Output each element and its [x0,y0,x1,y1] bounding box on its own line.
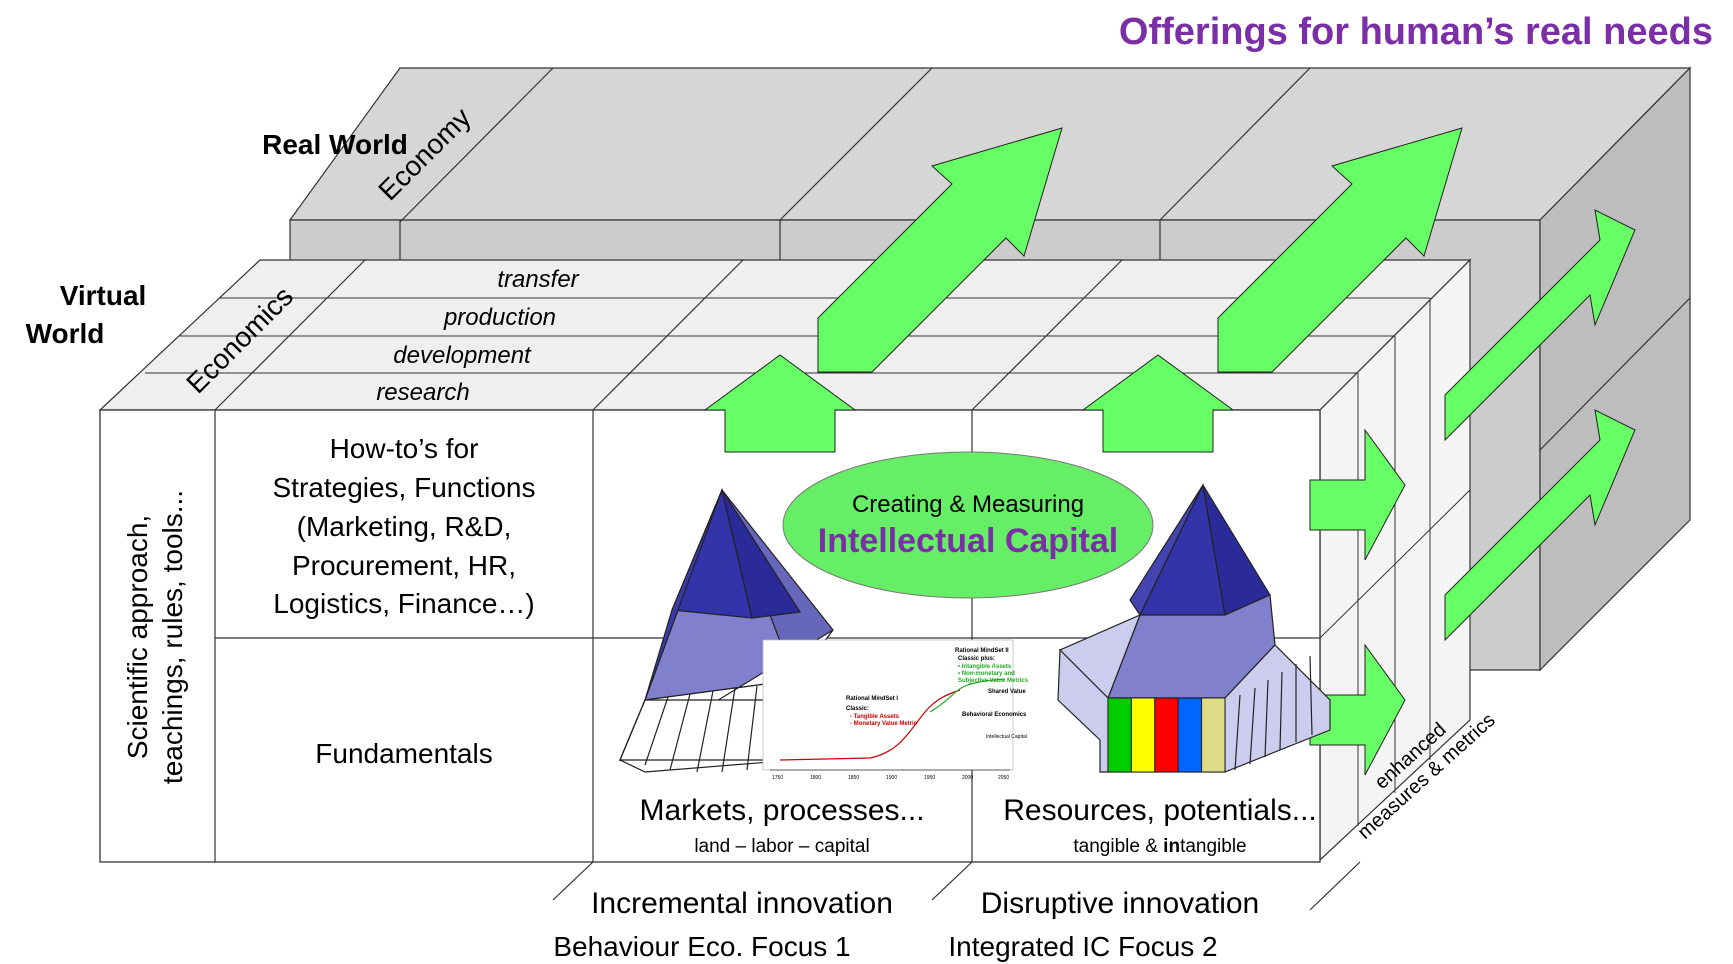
arrow-diag-economy-1 [817,127,1063,373]
page-title: Offerings for human’s real needs [1119,11,1713,53]
bottom-perspective-lines [552,861,1361,911]
focus2-label: Integrated IC Focus 2 [948,931,1217,962]
mini-tick: 2000 [962,775,973,781]
mini-monetary: - Monetary Value Metric [850,721,918,727]
resource-stripe [1177,697,1203,773]
mini-tangible: - Tangible Assets [850,714,900,720]
mini-tick: 1950 [924,775,935,781]
arrow-diag-economy-2 [1217,127,1463,373]
resources-sub-pre: tangible & [1073,836,1163,857]
mini-rational2: Rational MindSet II [955,648,1009,654]
resources-sub-bold: in [1163,836,1180,857]
mini-shared: Shared Value [988,689,1026,695]
mini-rational1: Rational MindSet I [846,696,898,702]
resource-stripe [1201,697,1226,773]
howto-line: Procurement, HR, [292,550,516,581]
resource-stripe [1154,697,1179,773]
stage-development: development [393,342,532,369]
mini-tick: 2050 [998,775,1009,781]
ellipse-line-2: Intellectual Capital [818,522,1118,560]
virtual-world-label-1: Virtual [60,280,147,311]
incremental-label: Incremental innovation [591,887,893,920]
mini-subjective: Subjective Value Metrics [958,678,1029,684]
stage-production: production [443,304,556,331]
mini-intangible: • Intangible Assets [958,664,1012,670]
resources-title: Resources, potentials... [1003,794,1317,827]
real-world-label: Real World [262,129,408,160]
arrow-up-disruptive [1081,354,1235,453]
mini-tick: 1850 [848,775,859,781]
virtual-world-label-2: World [26,318,105,349]
markets-subtitle: land – labor – capital [694,836,869,857]
resource-stripe [1107,697,1132,773]
howto-line: Logistics, Finance…) [273,588,534,619]
mini-x-ticks: 1750 1800 1850 1900 1950 2000 2050 [772,775,1009,781]
mini-intellectual: Intellectual Capital [986,734,1027,740]
mini-classic: Classic: [846,706,869,712]
arrow-right-upper [1309,428,1406,561]
mini-tick: 1800 [810,775,821,781]
disruptive-label: Disruptive innovation [981,887,1259,920]
howto-line: (Marketing, R&D, [297,511,512,542]
howto-line: Strategies, Functions [272,472,535,503]
ellipse-line-1: Creating & Measuring [852,491,1084,518]
resource-stripe [1130,697,1156,773]
howto-line: How-to’s for [330,433,479,464]
mini-tick: 1900 [886,775,897,781]
mini-classic-plus: Classic plus: [958,656,995,662]
growth-arrows [703,127,1636,776]
howto-text: How-to’s for Strategies, Functions (Mark… [272,433,535,619]
side-label-2: teachings, rules, tools... [157,490,188,784]
side-label-1: Scientific approach, [122,515,153,759]
stage-transfer: transfer [497,266,579,293]
arrow-right-lower [1309,643,1406,776]
mini-non-monetary: • Non-monetary and [958,671,1015,677]
mindset-mini-chart: Rational MindSet I Classic: - Tangible A… [762,639,1029,781]
markets-title: Markets, processes... [639,794,924,827]
resources-stripes [1107,697,1226,773]
resources-subtitle: tangible & intangible [1073,836,1246,857]
stage-research: research [376,379,469,406]
center-ellipse [782,451,1154,599]
fundamentals-label: Fundamentals [315,738,492,769]
mini-behavioral: Behavioral Economics [962,712,1027,718]
arrow-back-lower [1444,409,1636,642]
resources-sub-post: tangible [1180,836,1247,857]
focus1-label: Behaviour Eco. Focus 1 [553,931,850,962]
mini-tick: 1750 [772,775,783,781]
arrow-up-incremental [703,354,857,453]
arrow-back-upper [1444,209,1636,442]
